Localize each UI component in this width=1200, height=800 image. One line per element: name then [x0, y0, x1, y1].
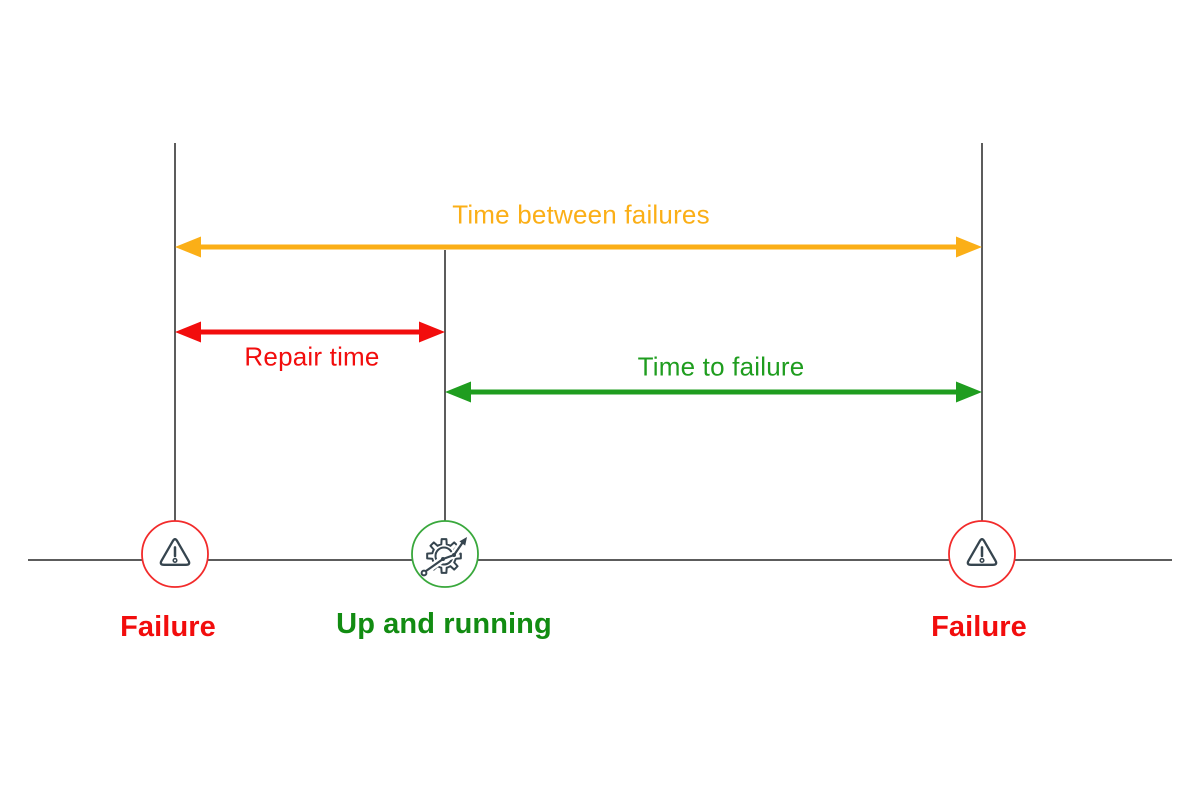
- triangle-outline: [159, 538, 191, 566]
- time-to-failure-arrow: [445, 381, 982, 403]
- trend-node-dot: [441, 557, 445, 561]
- time-between-failures-arrow: [175, 236, 982, 258]
- label-failure-end: Failure: [931, 611, 1027, 644]
- trend-line: [424, 540, 465, 573]
- gear-outline: [426, 538, 462, 574]
- label-repair-time: Repair time: [244, 341, 380, 372]
- exclamation-dot: [172, 557, 178, 563]
- trend-start-dot: [420, 569, 428, 577]
- gear-trend-arrow-icon: [420, 537, 467, 577]
- arrow-head-left: [175, 321, 201, 343]
- up-and-running-circle: [411, 520, 479, 588]
- label-up-and-running: Up and running: [336, 608, 552, 641]
- arrow-head-right: [956, 381, 982, 403]
- exclamation-dot: [979, 557, 985, 563]
- warning-triangle-icon: [159, 538, 191, 566]
- label-time-to-failure: Time to failure: [637, 351, 805, 382]
- label-failure-start: Failure: [120, 611, 216, 644]
- triangle-outline: [966, 538, 998, 566]
- arrow-head-right: [419, 321, 445, 343]
- arrow-head-left: [445, 381, 471, 403]
- trend-arrow-head: [459, 537, 467, 546]
- warning-triangle-icon: [966, 538, 998, 566]
- repair-time-arrow: [175, 321, 445, 343]
- trend-node-dot: [452, 553, 456, 557]
- arrow-head-right: [956, 236, 982, 258]
- label-time-between-failures: Time between failures: [452, 199, 710, 230]
- arrow-head-left: [175, 236, 201, 258]
